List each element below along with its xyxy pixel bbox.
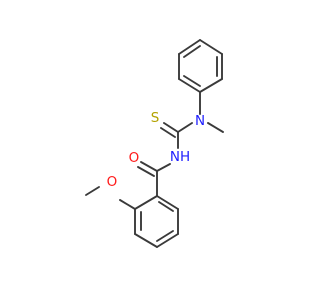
molecule-canvas: S N NH O O xyxy=(85,39,224,248)
amide-nitrogen-carbonyl-bond xyxy=(156,163,171,172)
phenyl-bond xyxy=(199,78,223,93)
thiocarbonyl-double-bond xyxy=(163,122,179,133)
molecule-structure: S N NH O O xyxy=(85,39,224,248)
phenyl-bond xyxy=(178,78,201,93)
carbonyl-double-bond xyxy=(137,166,155,177)
nitrogen-thiocarbon-bond xyxy=(177,122,193,133)
benzene-bond xyxy=(156,195,179,210)
phenyl-double-bond xyxy=(183,45,201,58)
methoxy-methyl-bond xyxy=(85,186,100,196)
carbonyl-double-bond xyxy=(140,161,158,172)
phenyl-bond xyxy=(178,39,201,55)
thiocarbonyl-double-bond xyxy=(160,127,176,138)
thioamide-nitrogen-atom-label: N xyxy=(195,113,205,129)
benzene-double-bond xyxy=(156,230,174,242)
nitrogen-methyl-bond xyxy=(207,122,224,133)
sulfur-atom-label: S xyxy=(151,110,160,126)
amide-nitrogen-atom-label: NH xyxy=(170,149,190,165)
ring-methoxy-oxygen-bond xyxy=(119,199,136,210)
methoxybenzene-ring xyxy=(134,195,179,248)
carbonyl-oxygen-atom-label: O xyxy=(129,150,140,166)
methoxy-oxygen-atom-label: O xyxy=(107,174,118,190)
phenyl-bond xyxy=(199,39,223,55)
phenyl-double-bond xyxy=(183,75,201,87)
benzene-double-bond xyxy=(158,201,174,212)
phenyl-ring xyxy=(178,39,223,93)
benzene-bond xyxy=(156,233,179,248)
benzene-bond xyxy=(134,195,158,210)
benzene-bond xyxy=(134,233,158,248)
